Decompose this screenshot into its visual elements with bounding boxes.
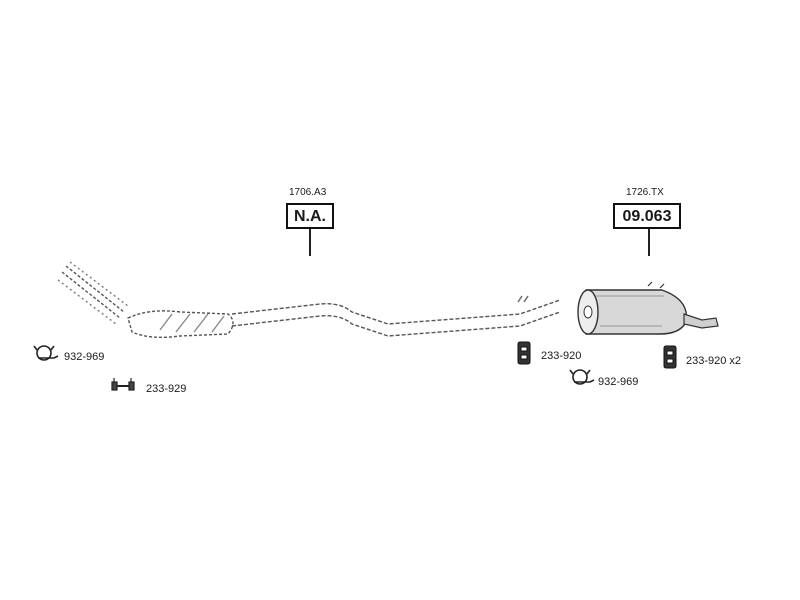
front-pipe-assembly[interactable] [57, 261, 561, 339]
flex-pipe-upper [61, 265, 125, 319]
clamp-icon[interactable] [569, 369, 595, 385]
middle-pipe-lower [231, 311, 561, 337]
rear-section-part-box[interactable]: 09.063 [613, 203, 681, 229]
catalyst-hatch [159, 313, 225, 333]
front-section-part-box[interactable]: N.A. [286, 203, 334, 229]
hanger-mid-label: 233-920 [541, 350, 582, 362]
rubber-hanger-icon[interactable] [663, 345, 677, 369]
rear-section-ref-code: 1726.TX [626, 187, 664, 198]
front-section-ref-code: 1706.A3 [289, 187, 327, 198]
front-section-leader-line [309, 229, 311, 256]
clamp-rear-label: 932-969 [598, 376, 639, 388]
rear-section-leader-line [648, 229, 650, 256]
pipe-end-mark [517, 295, 529, 303]
middle-pipe-upper [231, 299, 561, 325]
rubber-hanger-icon[interactable] [517, 341, 531, 365]
catalyst-body [127, 310, 234, 339]
flex-pipe-lower [57, 261, 129, 325]
hanger-rear-label: 233-920 x2 [686, 355, 742, 367]
rear-silencer[interactable] [577, 281, 719, 335]
clamp-icon[interactable] [33, 345, 59, 361]
clamp-front-label: 932-969 [64, 351, 105, 363]
mounting-bracket-icon[interactable] [111, 378, 135, 391]
bracket-front-label: 233-929 [146, 383, 187, 395]
